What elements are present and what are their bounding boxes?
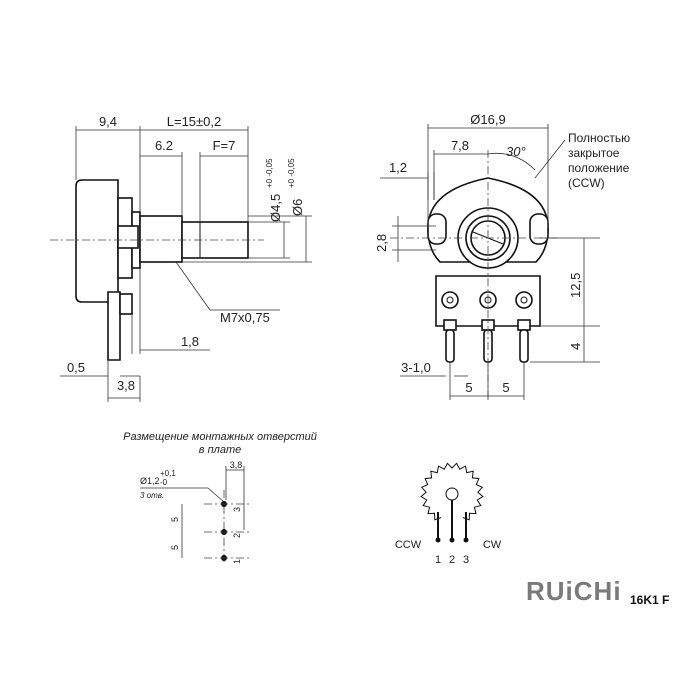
schematic-pin1: 1 [435,554,441,566]
front-pin-1 [445,329,455,363]
mount-pitch-2: 5 [170,545,180,550]
mount-hole-tol-bot: -0 [160,478,168,487]
dim-thread-dia: Ø6 [290,199,305,216]
side-view: 9,4 L=15±0,2 6.2 F=7 Ø4,5 +0 -0,05 Ø6 +0… [50,114,312,402]
dim-pin-length: 4 [568,343,583,350]
note-ccw-line2: закрытое [568,146,620,160]
dim-body-depth: 9,4 [99,114,117,129]
mount-pin2-label: 2 [232,533,242,538]
dim-tab-offset: 1,8 [181,334,199,349]
mount-hole-count: 3 отв. [140,491,164,500]
schematic: CCW CW 1 2 3 [395,462,502,566]
schematic-resistive-track [420,462,484,521]
mounting-holes: Размещение монтажных отверстий в плате 3… [123,431,317,565]
dim-ear-height: 2,8 [374,234,389,252]
dim-ear-offset: 1,2 [389,160,407,175]
front-pin-3 [519,329,529,363]
mounting-title-line2: в плате [199,444,241,456]
mount-hole-tol-top: +0,1 [160,469,176,478]
schematic-wiper-pivot [445,487,459,501]
dim-shaft-dia-tol: +0 -0,05 [265,158,274,188]
dim-half-width: 7,8 [451,138,469,153]
front-ear-right [529,213,549,245]
schematic-ccw-label: CCW [395,539,422,551]
side-thread-section [139,215,183,263]
note-ccw-line1: Полностью [568,131,630,145]
dim-shaft-length: L=15±0,2 [167,114,222,129]
note-ccw-line3: положение [568,161,630,175]
dim-center-to-base: 12,5 [568,273,583,298]
dim-bushing-length: 6.2 [155,138,173,153]
front-ear-left [427,213,447,245]
dim-pin-thickness: 0,5 [67,360,85,375]
dim-thread-dia-tol: +0 -0,05 [287,158,296,188]
dim-pin-pitch-1: 5 [465,380,472,395]
dim-thread-spec: M7x0,75 [220,310,270,325]
note-ccw-line4: (CCW) [568,176,605,190]
model-code: 16K1 F [630,593,669,607]
mount-hole-dia: Ø1,2 [140,476,160,486]
side-tab [117,225,139,249]
mount-pin3-label: 3 [232,507,242,512]
dim-body-diameter: Ø16,9 [470,112,505,127]
side-terminal [107,291,121,361]
front-terminal-hole-3 [515,291,533,309]
dim-shaft-dia: Ø4,5 [268,194,283,222]
dim-flat-length: F=7 [213,138,236,153]
dim-pin-width: 3-1,0 [401,360,431,375]
mounting-title-line1: Размещение монтажных отверстий [123,431,317,443]
front-view: Ø16,9 7,8 30° Полностью закрытое положен… [374,112,630,400]
mount-dim-offset: 3,8 [230,460,243,470]
mount-pin1-label: 1 [232,559,242,564]
brand-logo: RUiCHi [526,576,622,606]
brand: RUiCHi 16K1 F [526,576,669,607]
schematic-pin3: 3 [463,554,469,566]
front-terminal-hole-1 [441,291,459,309]
schematic-pin2: 2 [449,554,455,566]
mount-pitch-1: 5 [170,517,180,522]
dim-pin-offset: 3,8 [117,378,135,393]
side-body-housing [75,179,119,303]
dim-angle: 30° [506,144,526,159]
schematic-cw-label: CW [483,539,502,551]
side-terminal-bracket [119,293,133,315]
dim-pin-pitch-2: 5 [502,380,509,395]
